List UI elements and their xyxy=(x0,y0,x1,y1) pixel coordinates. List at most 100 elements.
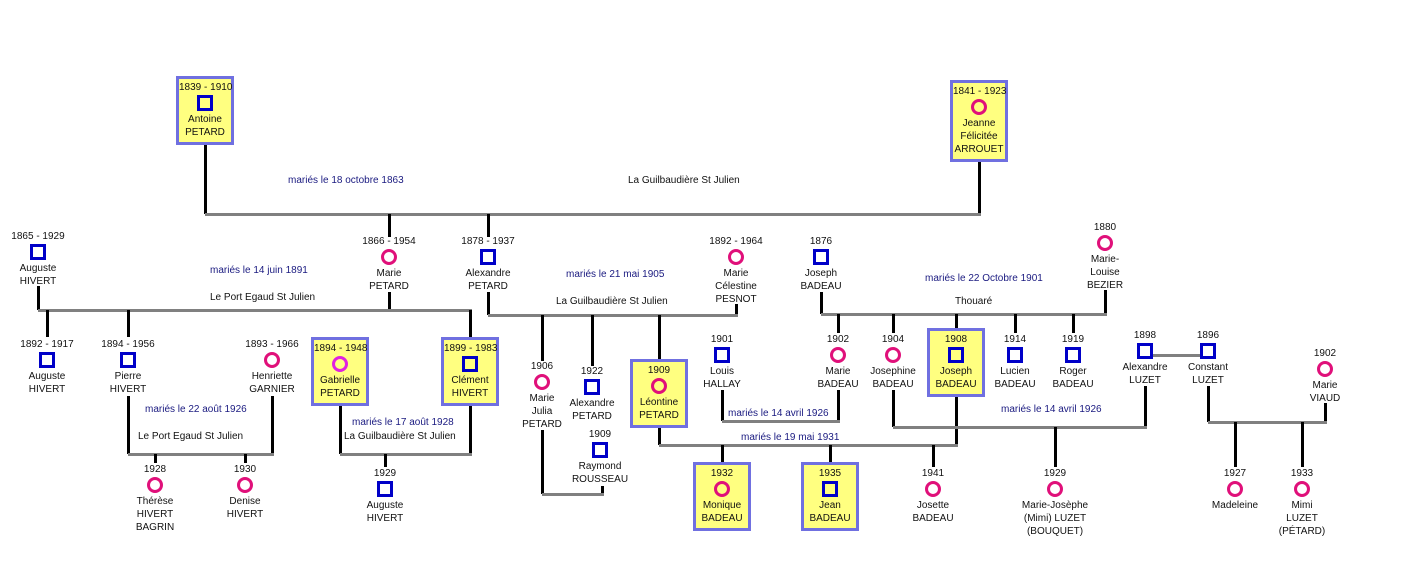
male-square-icon xyxy=(948,347,964,363)
descent-line xyxy=(837,314,840,333)
person-name: Pierre xyxy=(114,371,142,382)
marriage-date: mariés le 14 avril 1926 xyxy=(1001,404,1102,415)
person-name: BADEAU xyxy=(872,379,914,390)
person-name: GARNIER xyxy=(249,384,295,395)
person-years: 1898 xyxy=(1133,330,1157,341)
descent-line xyxy=(127,310,130,337)
person-name: PETARD xyxy=(369,281,409,292)
person-years: 1930 xyxy=(233,464,257,475)
descent-line xyxy=(892,390,895,427)
descent-line xyxy=(384,454,387,467)
person-years: 1908 xyxy=(944,334,968,345)
descent-line xyxy=(1301,422,1304,467)
marriage-date: mariés le 17 août 1928 xyxy=(352,417,454,428)
marriage-place: Le Port Egaud St Julien xyxy=(210,292,316,303)
person-name: BEZIER xyxy=(1086,280,1124,291)
person-years: 1866 - 1954 xyxy=(362,236,416,247)
descent-line xyxy=(892,314,895,333)
female-circle-icon xyxy=(830,347,846,363)
person-years: 1902 xyxy=(826,334,850,345)
marriage-date: mariés le 18 octobre 1863 xyxy=(288,175,404,186)
descent-line xyxy=(204,144,207,214)
descent-line xyxy=(735,304,738,315)
person-name: (Mimi) LUZET xyxy=(1023,513,1087,524)
person-name: LUZET xyxy=(1286,513,1318,524)
person-years: 1929 xyxy=(373,468,397,479)
person-name: Louis xyxy=(710,366,734,377)
descent-line xyxy=(1207,386,1210,422)
person-name: Marie xyxy=(529,393,555,404)
person-years: 1892 - 1917 xyxy=(20,339,74,350)
person-name: Gabrielle xyxy=(319,375,361,386)
descent-line xyxy=(932,445,935,467)
male-square-icon xyxy=(462,356,478,372)
person-years: 1906 xyxy=(530,361,554,372)
person-years: 1841 - 1923 xyxy=(953,86,1007,97)
person-years: 1902 xyxy=(1313,348,1337,359)
person-years: 1929 xyxy=(1043,468,1067,479)
male-square-icon xyxy=(1007,347,1023,363)
male-square-icon xyxy=(377,481,393,497)
person-name: LUZET xyxy=(1129,375,1161,386)
person-name: Antoine xyxy=(188,114,222,125)
descent-line xyxy=(469,404,472,454)
person-years: 1893 - 1966 xyxy=(245,339,299,350)
person-years: 1901 xyxy=(710,334,734,345)
person-years: 1919 xyxy=(1061,334,1085,345)
person-name: Denise xyxy=(229,496,261,507)
person-name: Marie xyxy=(723,268,749,279)
person-name: ARROUET xyxy=(954,144,1004,155)
person-name: Raymond xyxy=(578,461,622,472)
person-years: 1878 - 1937 xyxy=(461,236,515,247)
person-name: Madeleine xyxy=(1211,500,1259,511)
person-name: HIVERT xyxy=(451,388,489,399)
marriage-date: mariés le 21 mai 1905 xyxy=(566,269,665,280)
person-name: PETARD xyxy=(468,281,508,292)
person-name: PETARD xyxy=(522,419,562,430)
person-name: Félicitée xyxy=(960,131,998,142)
person-name: Marie- xyxy=(1090,254,1120,265)
person-name: VIAUD xyxy=(1309,393,1341,404)
descent-line xyxy=(46,310,49,337)
person-name: Auguste xyxy=(28,371,66,382)
male-square-icon xyxy=(714,347,730,363)
descent-line xyxy=(487,292,490,315)
marriage-date: mariés le 14 juin 1891 xyxy=(210,265,308,276)
